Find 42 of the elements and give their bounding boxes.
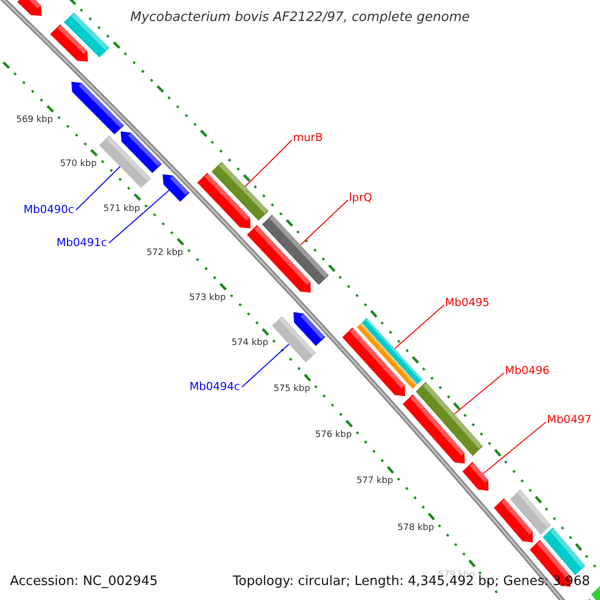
- gene-block: [162, 174, 190, 202]
- gene-label: Mb0495: [445, 297, 490, 308]
- scale-label: 576 kbp: [315, 431, 352, 440]
- leader-line: [108, 190, 170, 244]
- leader-line: [454, 372, 504, 414]
- gene-bar: [262, 214, 329, 285]
- scale-label: 575 kbp: [273, 385, 310, 394]
- leader-line: [76, 166, 121, 210]
- leader-line: [482, 422, 546, 474]
- gene-bar: [64, 12, 110, 58]
- scale-label: 573 kbp: [189, 294, 226, 304]
- leader-line: [300, 200, 348, 246]
- gene-bar: [212, 162, 269, 221]
- gene-bar: [416, 382, 483, 456]
- scale-label: 569 kbp: [16, 116, 53, 126]
- gene-block: [17, 0, 42, 16]
- gene-bar: [591, 584, 600, 600]
- gene-block: [120, 131, 162, 173]
- leader-line: [242, 344, 290, 388]
- scale-label: 577 kbp: [356, 477, 394, 486]
- gene-label: murB: [293, 132, 323, 143]
- leader-line: [394, 304, 444, 350]
- gene-block: [462, 462, 488, 491]
- scale-label: 574 kbp: [231, 339, 268, 348]
- gene-label: Mb0497: [547, 414, 592, 425]
- gene-block: [293, 312, 326, 346]
- gene-label: Mb0494c: [189, 381, 240, 392]
- gene-label: Mb0490c: [23, 204, 74, 215]
- leader-line: [244, 140, 292, 187]
- gene-label: Mb0496: [505, 365, 550, 376]
- scale-label: 578 kbp: [397, 524, 434, 533]
- gene-bar: [362, 318, 422, 384]
- scale-label: 572 kbp: [146, 249, 184, 258]
- scale-label: 570 kbp: [60, 160, 97, 170]
- gene-bar: [542, 527, 586, 576]
- gene-label: Mb0491c: [56, 237, 107, 248]
- gene-block: [71, 82, 124, 134]
- gene-label: lprQ: [349, 192, 372, 203]
- footer-text: Accession: NC_002945: [10, 575, 158, 588]
- gene-bar: [510, 489, 551, 535]
- title: Mycobacterium bovis AF2122/97, complete genome: [129, 11, 471, 24]
- scale-label: 571 kbp: [103, 204, 140, 214]
